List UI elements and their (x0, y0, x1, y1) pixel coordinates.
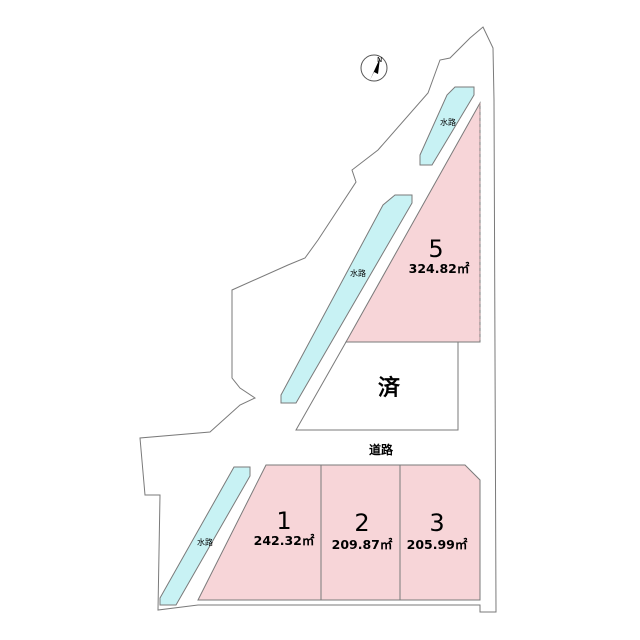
lot-3-area: 205.99㎡ (407, 537, 468, 552)
lot-2-number: 2 (354, 509, 369, 537)
lot-1-number: 1 (276, 507, 291, 535)
road-area (265, 430, 485, 462)
waterway-top-label: 水路 (440, 117, 456, 127)
waterway-middle (280, 194, 413, 404)
lot-sold (295, 341, 459, 431)
sold-label: 済 (378, 375, 401, 401)
lot-5-area: 324.82㎡ (409, 261, 470, 276)
compass-north-label: N (377, 56, 382, 64)
north-arrow-icon: N (360, 54, 388, 82)
lot-2-area: 209.87㎡ (332, 537, 393, 552)
lot-5-number: 5 (428, 235, 443, 263)
lot-3-number: 3 (429, 509, 444, 537)
waterway-top (419, 86, 475, 166)
road-label: 道路 (369, 442, 394, 457)
waterway-bottom-label: 水路 (197, 537, 213, 547)
waterway-middle-label: 水路 (350, 268, 366, 278)
lot-1-area: 242.32㎡ (254, 533, 315, 548)
waterway-bottom (159, 466, 251, 606)
